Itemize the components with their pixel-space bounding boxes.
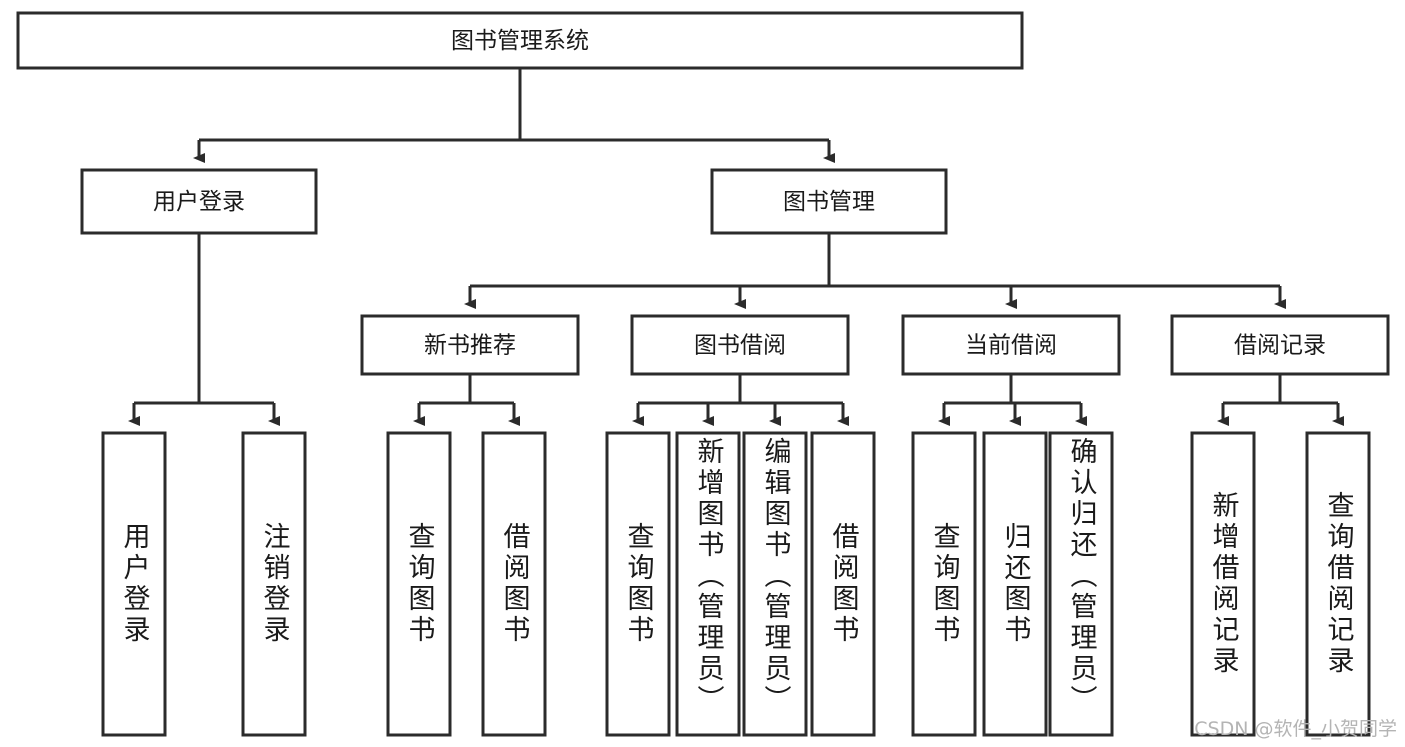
- node-leaf-query-book-2-rect[interactable]: [605, 431, 671, 737]
- node-leaf-add-borrow-record[interactable]: [1190, 431, 1256, 737]
- node-leaf-logout[interactable]: [241, 431, 307, 737]
- node-book-manage[interactable]: 图书管理: [710, 168, 948, 235]
- node-leaf-add-book-admin-rect[interactable]: [675, 431, 741, 737]
- node-leaf-borrow-book-2[interactable]: [810, 431, 876, 737]
- node-book-manage-label: 图书管理: [783, 189, 875, 215]
- node-new-book-recommend-rect[interactable]: [360, 314, 580, 376]
- node-current-borrow[interactable]: 当前借阅: [901, 314, 1121, 376]
- node-leaf-add-borrow-record-rect[interactable]: [1190, 431, 1256, 737]
- node-book-borrow[interactable]: 图书借阅: [630, 314, 850, 376]
- node-leaf-query-book-1-rect[interactable]: [386, 431, 452, 737]
- node-leaf-query-book-2[interactable]: [605, 431, 671, 737]
- node-leaf-add-book-admin[interactable]: [675, 431, 741, 737]
- node-leaf-edit-book-admin-rect[interactable]: [742, 431, 808, 737]
- node-book-borrow-label: 图书借阅: [694, 333, 786, 359]
- node-leaf-query-book-3-rect[interactable]: [911, 431, 977, 737]
- node-leaf-confirm-return-admin-rect[interactable]: [1048, 431, 1114, 737]
- node-leaf-query-borrow-record[interactable]: [1305, 431, 1371, 737]
- node-new-book-recommend-label: 新书推荐: [424, 333, 516, 359]
- node-leaf-user-login[interactable]: [101, 431, 167, 737]
- node-root-rect[interactable]: [16, 11, 1024, 70]
- edges-layer: [128, 68, 1344, 426]
- node-book-manage-rect[interactable]: [710, 168, 948, 235]
- node-user-login[interactable]: 用户登录: [80, 168, 318, 235]
- node-leaf-return-book[interactable]: [982, 431, 1048, 737]
- node-leaf-logout-rect[interactable]: [241, 431, 307, 737]
- node-leaf-query-book-1[interactable]: [386, 431, 452, 737]
- node-current-borrow-rect[interactable]: [901, 314, 1121, 376]
- node-leaf-borrow-book-1-rect[interactable]: [481, 431, 547, 737]
- node-leaf-borrow-book-2-rect[interactable]: [810, 431, 876, 737]
- node-borrow-record-label: 借阅记录: [1234, 333, 1326, 359]
- node-root[interactable]: 图书管理系统: [16, 11, 1024, 70]
- node-user-login-label: 用户登录: [153, 189, 245, 215]
- node-current-borrow-label: 当前借阅: [965, 333, 1057, 359]
- node-leaf-user-login-rect[interactable]: [101, 431, 167, 737]
- node-leaf-edit-book-admin[interactable]: [742, 431, 808, 737]
- watermark-text: CSDN @软件_小贺同学: [1194, 718, 1397, 740]
- node-book-borrow-rect[interactable]: [630, 314, 850, 376]
- node-leaf-borrow-book-1[interactable]: [481, 431, 547, 737]
- node-leaf-query-borrow-record-rect[interactable]: [1305, 431, 1371, 737]
- node-new-book-recommend[interactable]: 新书推荐: [360, 314, 580, 376]
- node-borrow-record[interactable]: 借阅记录: [1170, 314, 1390, 376]
- node-borrow-record-rect[interactable]: [1170, 314, 1390, 376]
- node-user-login-rect[interactable]: [80, 168, 318, 235]
- node-leaf-confirm-return-admin[interactable]: [1048, 431, 1114, 737]
- node-leaf-query-book-3[interactable]: [911, 431, 977, 737]
- node-root-label: 图书管理系统: [451, 28, 589, 54]
- node-leaf-return-book-rect[interactable]: [982, 431, 1048, 737]
